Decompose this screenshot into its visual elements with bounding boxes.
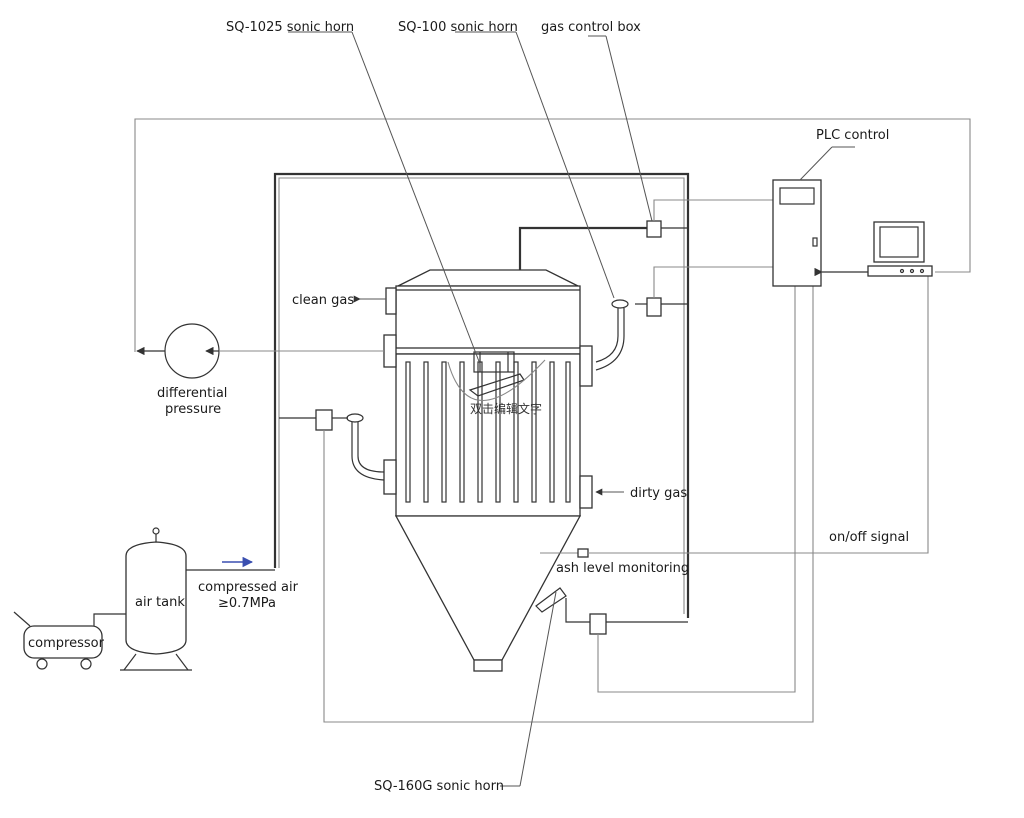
label-dirty-gas: dirty gas	[630, 486, 687, 501]
sq100-piping	[518, 199, 775, 371]
dust-collector	[383, 269, 593, 672]
ash-level-line	[540, 276, 929, 558]
label-sq100: SQ-100 sonic horn	[398, 20, 518, 35]
differential-pressure-gauge	[136, 323, 384, 379]
computer-terminal	[867, 221, 933, 277]
signal-loop-top	[134, 118, 971, 352]
sq160g-piping	[535, 286, 796, 693]
label-clean-gas: clean gas	[292, 293, 354, 308]
compressed-air-frame	[273, 172, 690, 618]
label-ash-level: ash level monitoring	[556, 561, 689, 576]
filter-bags	[405, 361, 571, 503]
sq1025-sonic-horn-device	[447, 351, 546, 401]
label-plc-control: PLC control	[816, 128, 889, 143]
label-sq160g: SQ-160G sonic horn	[374, 779, 504, 794]
leader-lines	[288, 31, 855, 787]
label-compressor: compressor	[28, 636, 105, 651]
label-on-off-signal: on/off signal	[829, 530, 909, 545]
label-differential: differential	[157, 386, 227, 401]
label-sq1025: SQ-1025 sonic horn	[226, 20, 354, 35]
label-air-tank: air tank	[135, 595, 185, 610]
label-compressed-air: compressed air	[198, 580, 299, 595]
label-gas-control-box: gas control box	[541, 20, 641, 35]
plc-cabinet	[772, 179, 868, 287]
air-tank	[120, 527, 275, 671]
compressor	[13, 611, 126, 670]
label-compressed-air-pressure: ≥0.7MPa	[218, 596, 276, 611]
placeholder-text: 双击编辑文字	[470, 401, 542, 416]
left-horn-piping	[279, 286, 814, 723]
label-pressure: pressure	[165, 402, 221, 417]
